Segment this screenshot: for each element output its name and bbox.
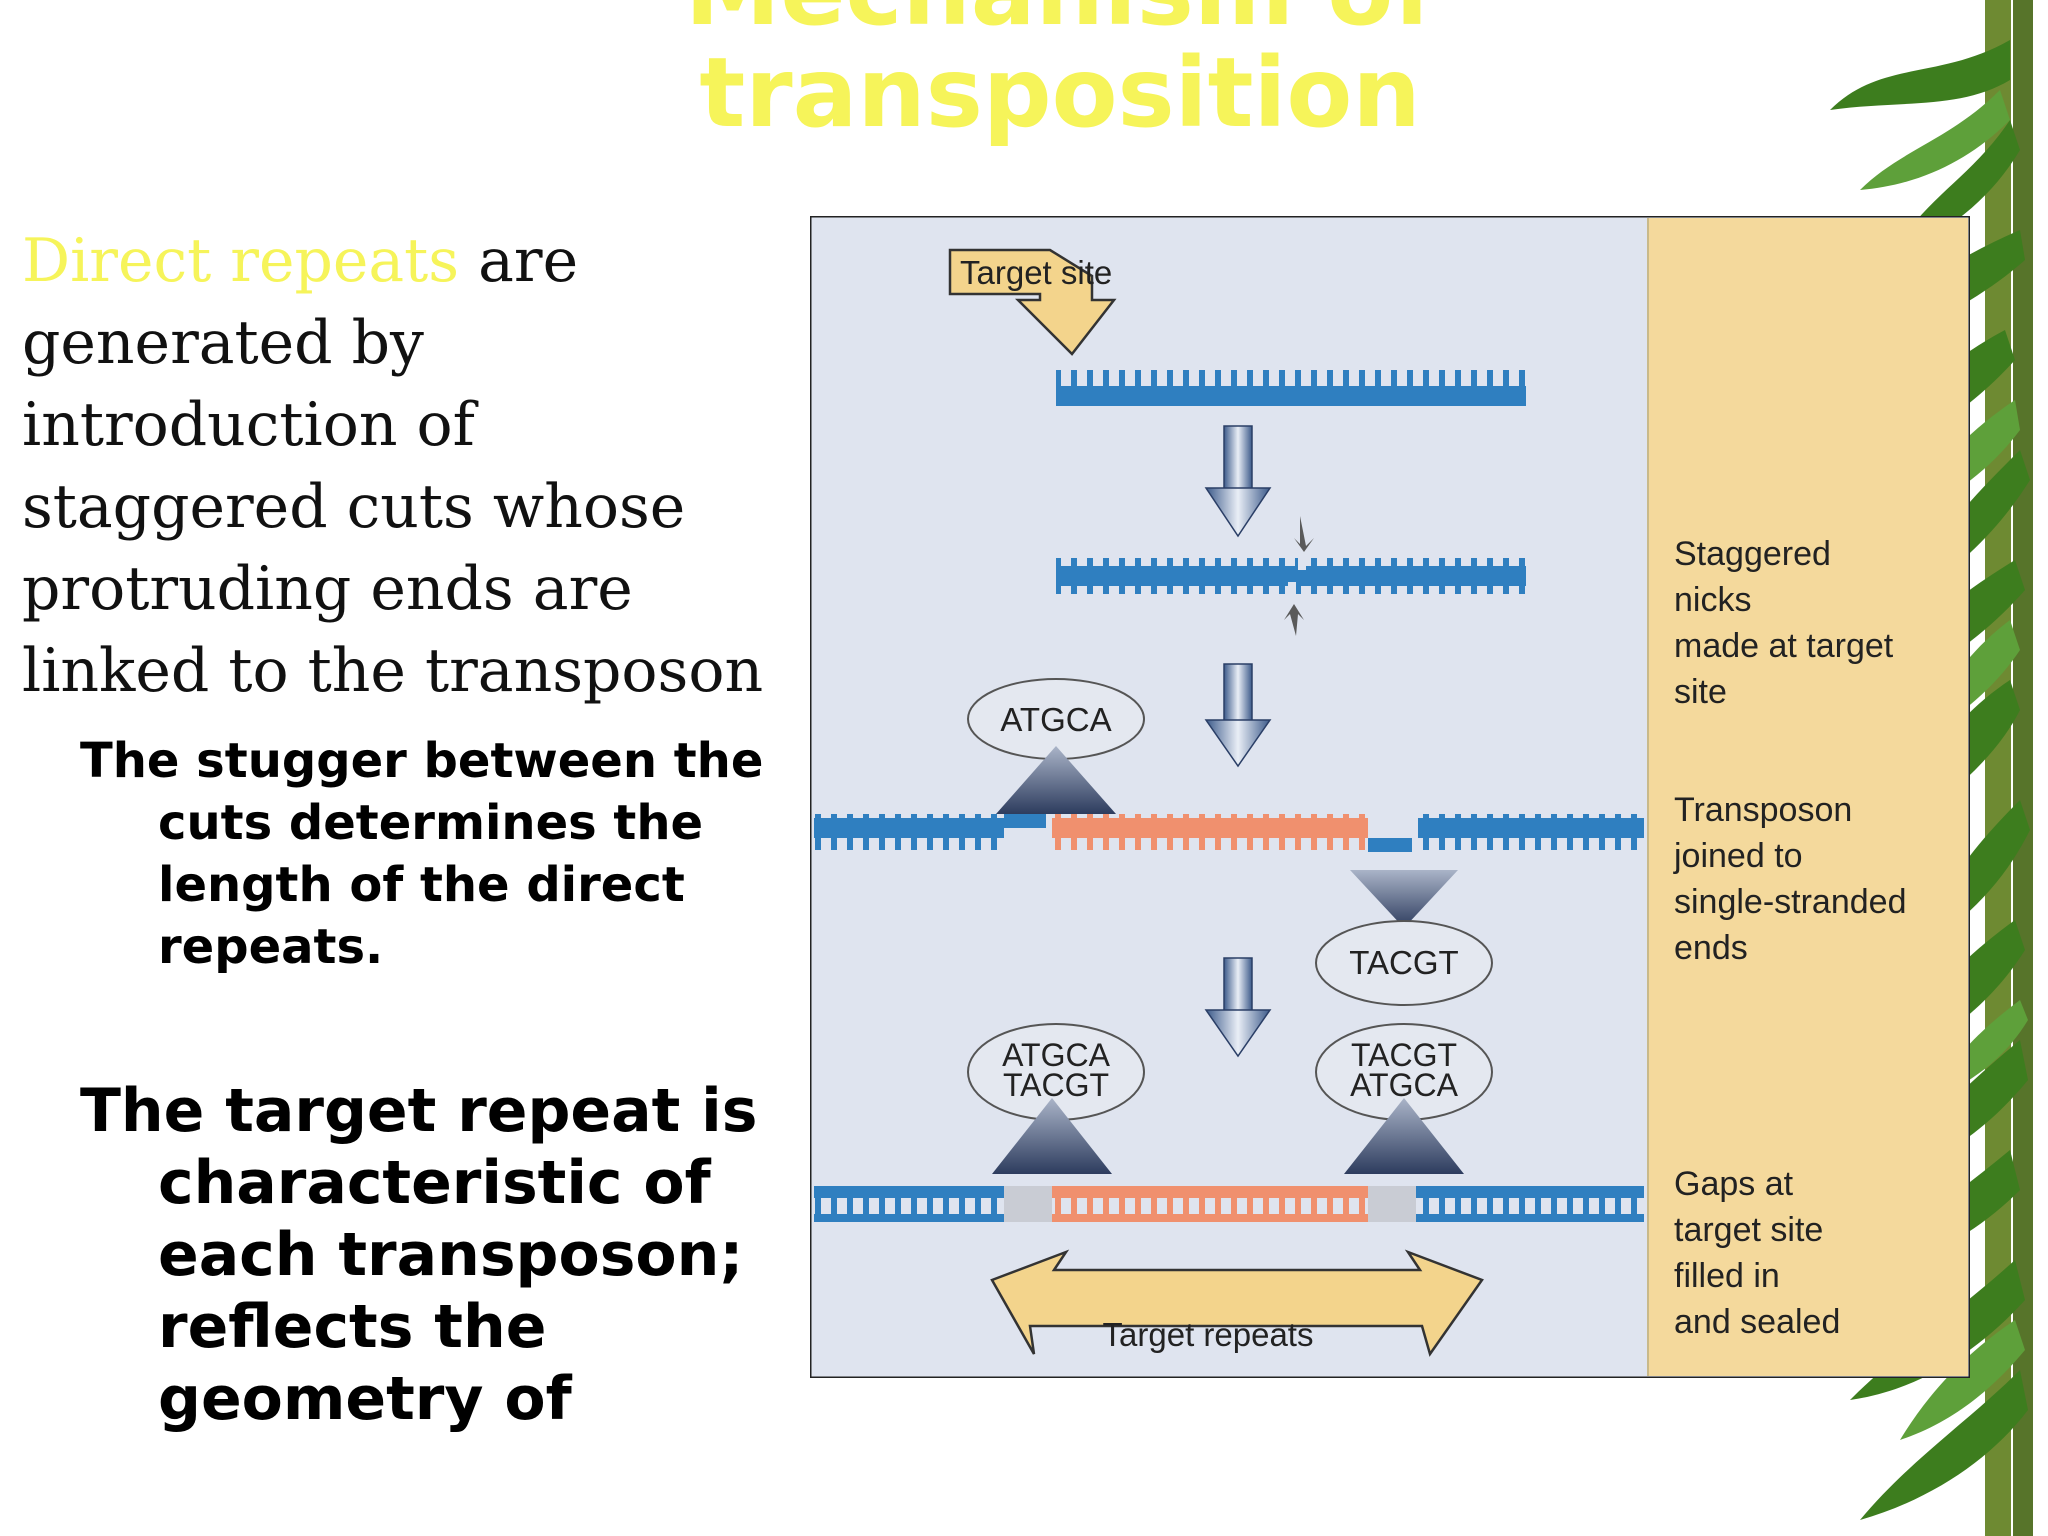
step3-line-3: filled in: [1674, 1257, 1780, 1295]
intro-text: Direct repeats are generated by introducti…: [22, 220, 802, 712]
intro-line-3: introduction of: [22, 390, 475, 460]
target-repeats-callout: [990, 1249, 1484, 1357]
step2-line-4: ends: [1674, 929, 1748, 967]
tacgt-label: TACGT: [1349, 944, 1458, 981]
title-line-2: transposition: [699, 37, 1421, 149]
step2-line-3: single-stranded: [1674, 883, 1906, 921]
fill-cone-right-icon: [1344, 1098, 1464, 1174]
intro-line-2: generated by: [22, 308, 424, 378]
left-repeat-line-1: ATGCA: [1002, 1037, 1111, 1073]
atgca-label: ATGCA: [1000, 701, 1111, 738]
bullet-target-repeat: The target repeat is characteristic of e…: [80, 1076, 758, 1434]
down-arrow-icon: [1204, 663, 1272, 768]
step2-line-2: joined to: [1673, 837, 1803, 875]
nicked-dna-right: [1302, 558, 1526, 594]
nicked-dna-left: [1056, 558, 1302, 594]
slide-title: Mechanism of transposition: [560, 0, 1560, 144]
sealed-dna-right: [1416, 1186, 1644, 1222]
sealed-transposon: [1052, 1186, 1368, 1222]
transposition-diagram: Target site ATGCA TACGT ATGCA TACGT TACG…: [810, 216, 1970, 1378]
down-arrow-icon: [1204, 425, 1272, 538]
donor-dna-left: [814, 814, 1004, 850]
target-site-callout: [948, 248, 1117, 356]
bullet-stagger: The stugger between the cuts determines …: [80, 733, 764, 975]
nick-arrow-top-icon: [1294, 516, 1314, 552]
left-repeat-line-2: TACGT: [1003, 1067, 1109, 1103]
tacgt-bubble: [1315, 920, 1493, 1006]
step1-line-3: made at target: [1674, 627, 1894, 665]
intro-line-6: linked to the transposon: [22, 636, 764, 706]
steps-column: [1648, 218, 1968, 1376]
release-cone-icon: [1350, 870, 1458, 928]
step1-line-2: nicks: [1674, 581, 1751, 619]
title-line-1: Mechanism of: [560, 0, 1560, 42]
nick-arrow-bottom-icon: [1284, 604, 1304, 636]
bind-cone-icon: [996, 746, 1116, 814]
sealed-dna-left: [814, 1186, 1004, 1222]
step3-line-4: and sealed: [1674, 1303, 1840, 1341]
right-repeat-line-1: TACGT: [1351, 1037, 1457, 1073]
step1-line-4: site: [1674, 673, 1727, 711]
intro-line-1: are: [459, 226, 579, 296]
intro-line-4: staggered cuts whose: [22, 472, 686, 542]
step2-line-1: Transposon: [1674, 791, 1852, 829]
target-repeats-label: Target repeats: [1103, 1316, 1314, 1353]
transposon-inserted: [1052, 814, 1368, 850]
target-site-label: Target site: [960, 254, 1112, 291]
right-repeat-line-2: ATGCA: [1350, 1067, 1459, 1103]
step3-line-2: target site: [1674, 1211, 1823, 1249]
down-arrow-icon: [1204, 957, 1272, 1058]
fill-cone-left-icon: [992, 1098, 1112, 1174]
direct-repeats-highlight: Direct repeats: [22, 226, 460, 296]
donor-dna-right: [1418, 814, 1644, 850]
step1-line-1: Staggered: [1674, 535, 1831, 573]
target-dna-intact: [1056, 370, 1526, 406]
step3-line-1: Gaps at: [1674, 1165, 1794, 1203]
intro-line-5: protruding ends are: [22, 554, 633, 624]
